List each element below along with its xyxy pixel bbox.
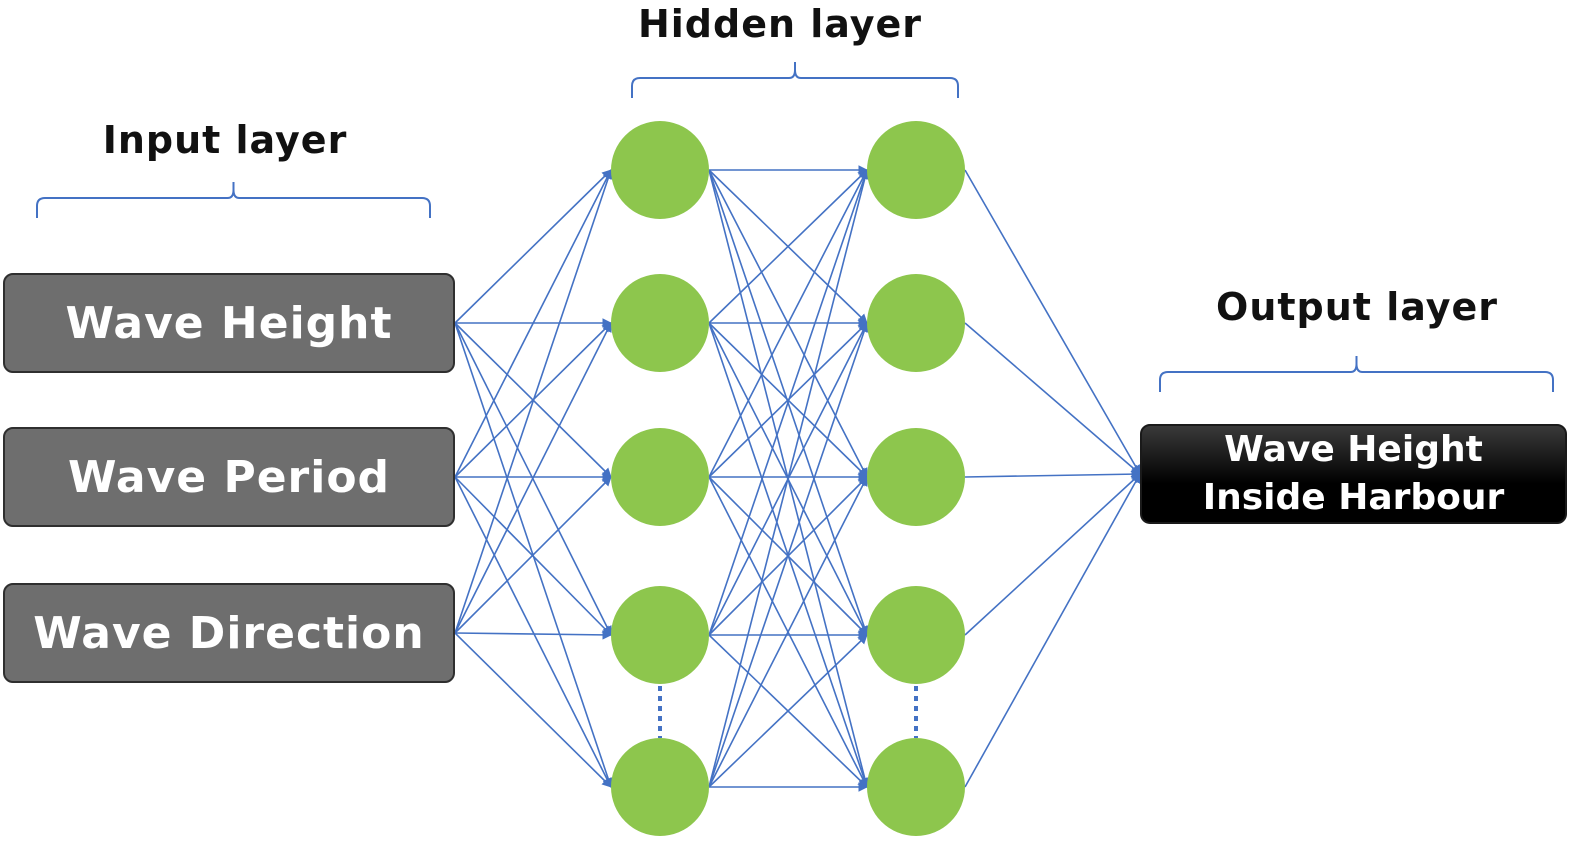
connection-h2-3-output <box>964 473 1141 636</box>
hidden-layer-title: Hidden layer <box>637 2 923 46</box>
hidden2-neuron-2 <box>867 428 965 526</box>
connection-input-0-h1-0 <box>454 169 612 324</box>
connection-h1-4-h2-1 <box>708 322 869 788</box>
connection-h2-0-output <box>964 169 1141 475</box>
hidden1-neuron-2 <box>611 428 709 526</box>
hidden1-neuron-1 <box>611 274 709 372</box>
input-label: Wave Direction <box>33 607 425 659</box>
connection-h1-4-h2-2 <box>708 476 868 788</box>
connection-input-2-h1-2 <box>454 476 612 634</box>
connection-h1-1-h2-0 <box>708 169 868 324</box>
neurons <box>611 121 965 836</box>
ellipsis-dots <box>658 686 918 738</box>
output-layer-title: Output layer <box>1216 285 1498 329</box>
hidden1-neuron-3 <box>611 586 709 684</box>
input-label: Wave Period <box>67 451 391 503</box>
connection-h2-4-output <box>964 473 1141 788</box>
connection-input-1-h1-4 <box>454 476 612 788</box>
connection-h2-1-output <box>964 322 1141 475</box>
input-label: Wave Height <box>65 297 393 349</box>
connection-input-1-h1-0 <box>454 169 612 478</box>
output-layer-bracket <box>1159 356 1554 392</box>
output-label-line1: Wave Height <box>1224 429 1483 470</box>
connection-h1-3-h2-0 <box>708 169 869 636</box>
connections <box>454 165 1141 792</box>
hidden2-neuron-3 <box>867 586 965 684</box>
input-layer-title: Input layer <box>102 118 348 162</box>
connection-h1-2-h2-0 <box>708 169 868 478</box>
layer-brackets <box>36 62 1554 392</box>
connection-h1-4-h2-0 <box>708 169 870 788</box>
connection-h1-2-h2-1 <box>708 322 868 478</box>
connection-input-2-h1-3 <box>454 630 612 640</box>
connection-input-2-h1-0 <box>454 169 613 634</box>
input-node-wave-period: Wave Period <box>3 427 455 527</box>
output-label-line2: Inside Harbour <box>1202 477 1505 518</box>
connection-input-2-h1-4 <box>454 632 612 788</box>
connection-h2-2-output <box>964 469 1141 479</box>
connection-h1-4-h2-3 <box>708 634 868 788</box>
output-node: Wave Height Inside Harbour <box>1140 424 1567 524</box>
hidden2-neuron-4 <box>867 738 965 836</box>
hidden1-neuron-0 <box>611 121 709 219</box>
hidden1-neuron-4 <box>611 738 709 836</box>
input-node-wave-height: Wave Height <box>3 273 455 373</box>
input-layer-bracket <box>36 182 431 218</box>
connection-input-2-h1-1 <box>454 322 612 634</box>
hidden2-neuron-0 <box>867 121 965 219</box>
hidden-layer-bracket <box>631 62 959 98</box>
input-node-wave-direction: Wave Direction <box>3 583 455 683</box>
hidden2-neuron-1 <box>867 274 965 372</box>
